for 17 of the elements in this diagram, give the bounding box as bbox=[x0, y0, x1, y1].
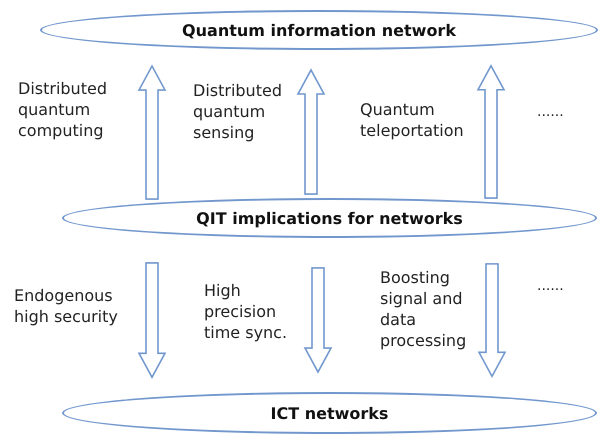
block-arrow bbox=[304, 267, 332, 374]
block-arrow bbox=[138, 262, 166, 379]
block-arrow bbox=[478, 263, 506, 378]
edge-label: High precision time sync. bbox=[204, 280, 288, 343]
block-arrow bbox=[138, 64, 166, 200]
node-title: QIT implications for networks bbox=[196, 208, 463, 228]
edge-label: Quantum teleportation bbox=[360, 99, 465, 141]
block-arrow bbox=[476, 64, 506, 199]
node-title: Quantum information network bbox=[182, 20, 456, 40]
edge-label: Endogenous high security bbox=[14, 285, 119, 327]
edge-label: Distributed quantum sensing bbox=[193, 80, 283, 143]
ellipsis-note: ...... bbox=[537, 104, 564, 120]
block-arrow bbox=[296, 68, 326, 195]
edge-label: Boosting signal and data processing bbox=[380, 267, 468, 351]
node-title: ICT networks bbox=[270, 404, 388, 422]
ellipsis-note: ...... bbox=[537, 278, 564, 294]
edge-label: Distributed quantum computing bbox=[18, 78, 108, 141]
